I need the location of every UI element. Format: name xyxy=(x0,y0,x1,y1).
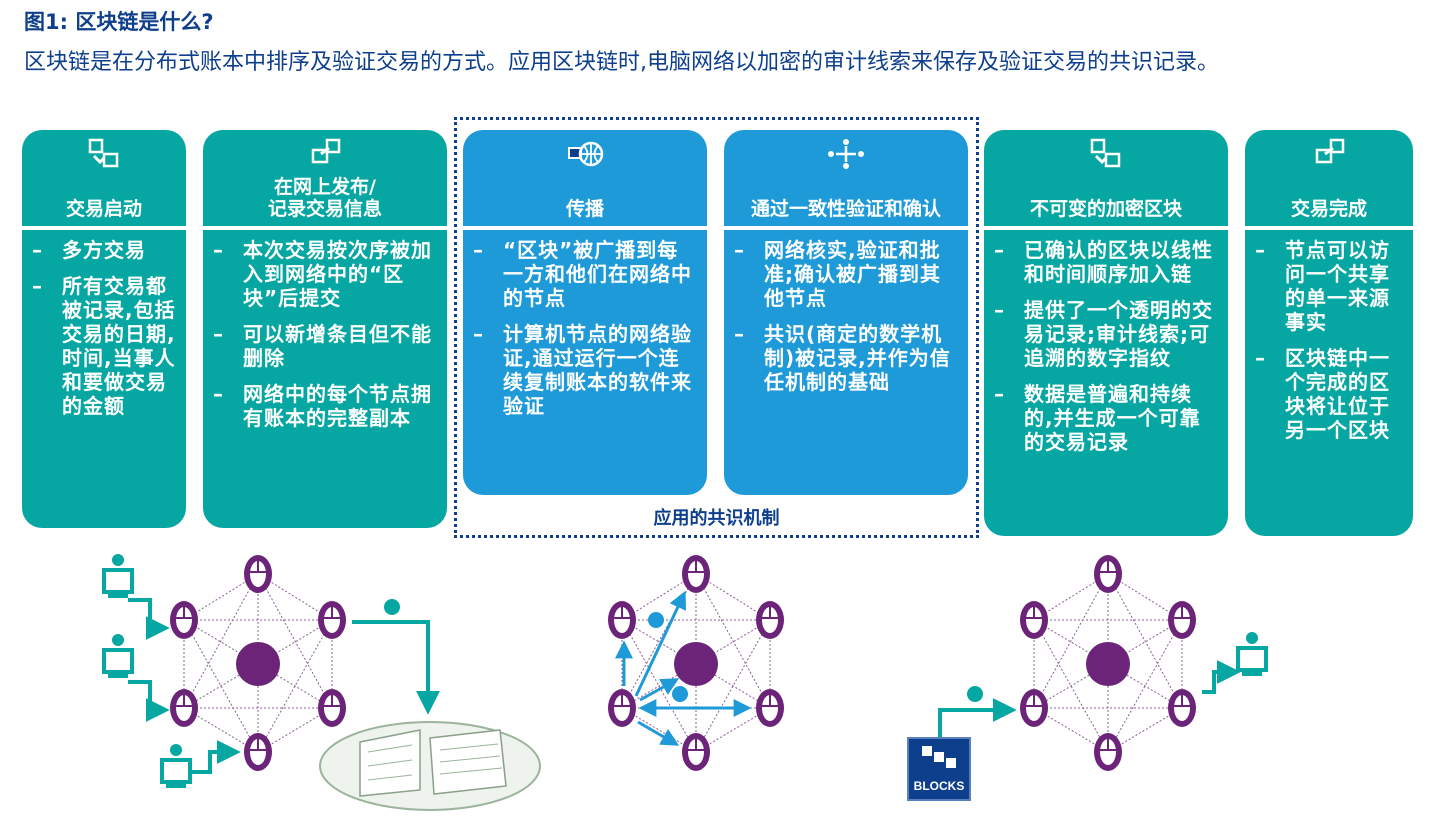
node xyxy=(169,600,199,640)
bullet-item: 网络核实,验证和批准;确认被广播到其他节点 xyxy=(732,238,960,310)
step-title: 交易启动 xyxy=(65,198,142,220)
card-divider xyxy=(724,226,968,230)
bullet-item: 本次交易按次序被加入到网络中的“区块”后提交 xyxy=(211,238,439,310)
node xyxy=(1167,600,1197,640)
consensus-mechanism-label: 应用的共识机制 xyxy=(653,508,780,529)
node xyxy=(243,732,273,772)
consensus-mechanism-frame xyxy=(454,117,979,538)
node xyxy=(1019,600,1049,640)
node xyxy=(755,600,785,640)
card-divider xyxy=(22,226,186,230)
node xyxy=(607,688,637,728)
computer-icon xyxy=(102,552,134,600)
card-divider xyxy=(1245,226,1413,230)
central-hub xyxy=(674,642,718,686)
node xyxy=(681,554,711,594)
node xyxy=(1019,688,1049,728)
transaction-icon xyxy=(1090,138,1121,168)
node xyxy=(169,688,199,728)
step-title: 不可变的加密区块 xyxy=(1029,198,1182,220)
computer-icon xyxy=(160,742,192,790)
consensus-nodes-icon xyxy=(828,139,864,169)
card-divider xyxy=(203,226,447,230)
node xyxy=(681,732,711,772)
node xyxy=(1167,688,1197,728)
node xyxy=(243,554,273,594)
step-card-transaction-complete: 交易完成 节点可以访问一个共享的单一来源事实 区块链中一个完成的区块将让位于另一… xyxy=(1245,130,1413,536)
blocks-box-icon: BLOCKS xyxy=(907,737,971,801)
node xyxy=(1093,554,1123,594)
figure-title: 图1: 区块链是什么? xyxy=(24,10,214,34)
bullet-item: 网络中的每个节点拥有账本的完整副本 xyxy=(211,382,439,430)
bullet-item: 区块链中一个完成的区块将让位于另一个区块 xyxy=(1253,346,1405,442)
broadcast-globe-icon xyxy=(568,141,604,167)
bullet-item: 提供了一个透明的交易记录;审计线索;可追溯的数字指纹 xyxy=(992,298,1220,370)
step-card-immutable-block: 不可变的加密区块 已确认的区块以线性和时间顺序加入链 提供了一个透明的交易记录;… xyxy=(984,130,1228,536)
step-card-publish: 在网上发布/记录交易信息 本次交易按次序被加入到网络中的“区块”后提交 可以新增… xyxy=(203,130,447,528)
figure-description: 区块链是在分布式账本中排序及验证交易的方式。应用区块链时,电脑网络以加密的审计线… xyxy=(24,50,1219,75)
central-hub xyxy=(1086,642,1130,686)
publish-icon xyxy=(1315,138,1345,164)
computer-icon xyxy=(102,632,134,680)
step-title: 交易完成 xyxy=(1290,198,1367,220)
step-title: 在网上发布/记录交易信息 xyxy=(267,176,382,220)
node xyxy=(317,600,347,640)
bullet-item: 可以新增条目但不能删除 xyxy=(211,322,439,370)
bullet-item: “区块”被广播到每一方和他们在网络中的节点 xyxy=(471,238,699,310)
ledger-servers-illustration xyxy=(319,721,541,811)
publish-icon xyxy=(311,138,341,164)
step-title: 传播 xyxy=(565,198,604,220)
step-title: 通过一致性验证和确认 xyxy=(750,198,941,220)
bullet-item: 数据是普遍和持续的,并生成一个可靠的交易记录 xyxy=(992,382,1220,454)
step-card-consensus: 通过一致性验证和确认 网络核实,验证和批准;确认被广播到其他节点 共识(商定的数… xyxy=(724,130,968,495)
node xyxy=(317,688,347,728)
bullet-item: 所有交易都被记录,包括交易的日期,时间,当事人和要做交易的金额 xyxy=(30,274,178,418)
transaction-icon xyxy=(88,138,119,168)
bullet-item: 共识(商定的数学机制)被记录,并作为信任机制的基础 xyxy=(732,322,960,394)
bullet-item: 计算机节点的网络验证,通过运行一个连续复制账本的软件来验证 xyxy=(471,322,699,418)
step-card-transaction-start: 交易启动 多方交易 所有交易都被记录,包括交易的日期,时间,当事人和要做交易的金… xyxy=(22,130,186,528)
bullet-item: 多方交易 xyxy=(30,238,178,262)
step-card-broadcast: 传播 “区块”被广播到每一方和他们在网络中的节点 计算机节点的网络验证,通过运行… xyxy=(463,130,707,495)
card-divider xyxy=(984,226,1228,230)
node xyxy=(607,600,637,640)
card-divider xyxy=(463,226,707,230)
central-hub xyxy=(236,642,280,686)
node xyxy=(1093,732,1123,772)
computer-icon xyxy=(1236,630,1268,678)
blocks-label: BLOCKS xyxy=(914,779,965,793)
bullet-item: 节点可以访问一个共享的单一来源事实 xyxy=(1253,238,1405,334)
bullet-item: 已确认的区块以线性和时间顺序加入链 xyxy=(992,238,1220,286)
node xyxy=(755,688,785,728)
